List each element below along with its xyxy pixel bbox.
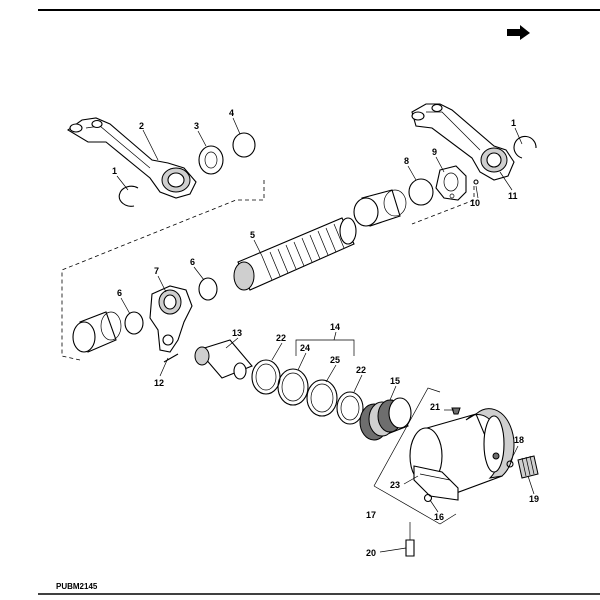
figure-id: PUBM2145 — [56, 582, 98, 591]
cylinder-group-bracket — [373, 387, 457, 525]
bushing-right — [353, 189, 407, 227]
callout-8: 8 — [404, 156, 409, 166]
callout-6: 6 — [117, 288, 122, 298]
cylinder-body — [409, 408, 515, 501]
callout-13: 13 — [232, 328, 242, 338]
o-ring-6b — [198, 277, 218, 301]
rockshaft-5 — [233, 217, 357, 291]
roll-pin-12 — [163, 353, 179, 363]
callout-12: 12 — [154, 378, 164, 388]
seal-ring-22b — [336, 391, 364, 425]
piston-rod-13 — [194, 339, 253, 380]
cylinder-arm-7 — [149, 285, 193, 353]
callout-18: 18 — [514, 435, 524, 445]
o-ring-18 — [506, 460, 514, 468]
callout-2: 2 — [139, 121, 144, 131]
callout-6-upper: 6 — [190, 257, 195, 267]
callout-20: 20 — [366, 548, 376, 558]
callout-17: 17 — [366, 510, 376, 520]
plug-16 — [423, 493, 433, 503]
callout-25: 25 — [330, 355, 340, 365]
left-group-bracket — [61, 180, 265, 361]
seal-ring-24 — [277, 368, 309, 406]
callout-24: 24 — [300, 343, 310, 353]
o-ring-4 — [232, 132, 256, 158]
callout-1-right: 1 — [511, 118, 516, 128]
retainer-plate-9 — [435, 165, 467, 201]
snap-ring-right — [513, 135, 537, 159]
piston-15 — [359, 397, 412, 441]
bushing-left — [72, 311, 122, 353]
callout-23: 23 — [390, 480, 400, 490]
cap-screw-20 — [405, 522, 415, 557]
washer-3 — [198, 145, 224, 175]
callout-1: 1 — [112, 166, 117, 176]
callout-10: 10 — [470, 198, 480, 208]
callout-16: 16 — [434, 512, 444, 522]
direction-arrow-icon — [507, 25, 530, 40]
o-ring-6a — [124, 311, 144, 335]
fitting-19 — [517, 455, 539, 479]
seal-ring-25 — [306, 379, 338, 417]
seal-ring-22a — [251, 359, 281, 395]
right-group-bracket — [411, 186, 475, 225]
o-ring-8 — [408, 178, 434, 206]
callout-3: 3 — [194, 121, 199, 131]
callout-11: 11 — [508, 191, 518, 201]
bolt-10 — [473, 179, 479, 185]
bleed-screw-21 — [451, 407, 461, 415]
callout-19: 19 — [529, 494, 539, 504]
callout-7: 7 — [154, 266, 159, 276]
callout-5: 5 — [250, 230, 255, 240]
callout-4: 4 — [229, 108, 234, 118]
leader-lines — [116, 117, 535, 553]
callout-21: 21 — [430, 402, 440, 412]
callout-14: 14 — [330, 322, 340, 332]
snap-ring-left — [118, 185, 139, 207]
callout-15: 15 — [390, 376, 400, 386]
seal-kit-bracket — [295, 339, 355, 356]
callout-22-lower: 22 — [356, 365, 366, 375]
callout-22: 22 — [276, 333, 286, 343]
callout-9: 9 — [432, 147, 437, 157]
left-lift-arm — [66, 117, 197, 199]
right-lift-arm — [411, 103, 515, 181]
